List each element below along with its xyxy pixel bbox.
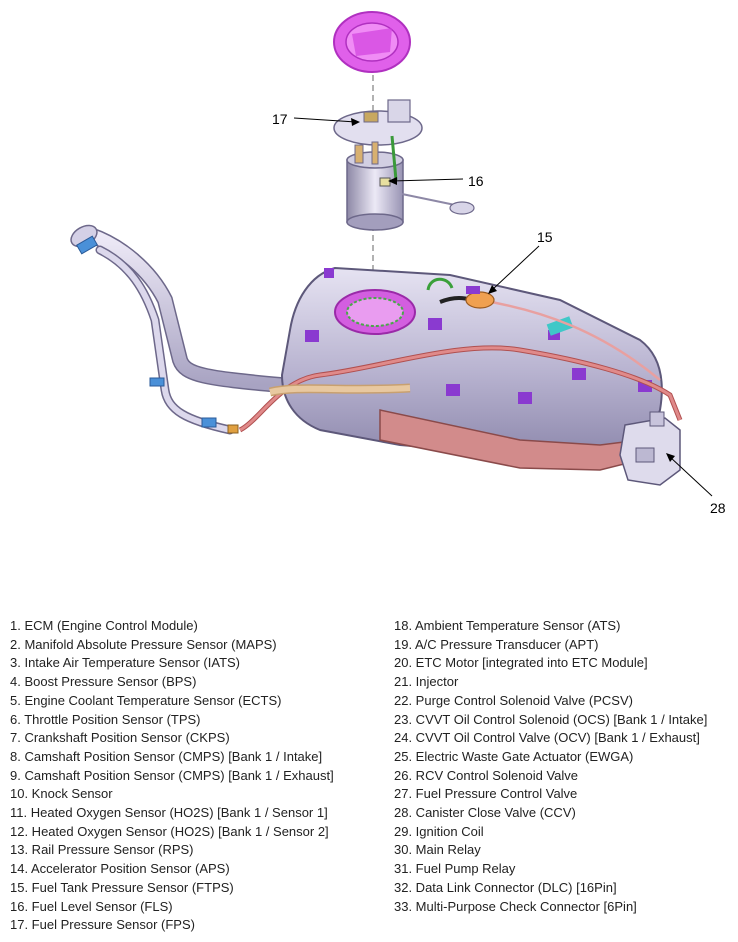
legend-item: 6. Throttle Position Sensor (TPS) [10,711,201,727]
legend-item: 23. CVVT Oil Control Solenoid (OCS) [Ban… [394,711,708,727]
legend-item: 21. Injector [394,674,459,690]
legend-item: 7. Crankshaft Position Sensor (CKPS) [10,730,230,746]
legend-item: 16. Fuel Level Sensor (FLS) [10,898,173,914]
callout-28: 28 [710,500,726,516]
legend-item: 1. ECM (Engine Control Module) [10,618,198,633]
canister-close-valve [619,411,681,486]
legend-item: 11. Heated Oxygen Sensor (HO2S) [Bank 1 … [10,805,328,821]
fuel-pump-module [346,135,404,231]
legend-left-column: 1. ECM (Engine Control Module) 2. Manifol… [10,617,334,935]
legend-item: 12. Heated Oxygen Sensor (HO2S) [Bank 1 … [10,823,329,839]
fuel-system-diagram: 17 16 15 28 [70,11,726,516]
legend-item: 14. Accelerator Position Sensor (APS) [10,861,230,877]
filler-neck-pipe [70,224,288,435]
legend-item: 20. ETC Motor [integrated into ETC Modul… [394,655,648,671]
fuel-tank-pressure-sensor [426,277,495,309]
legend-item: 33. Multi-Purpose Check Connector [6Pin] [394,898,637,914]
legend-item: 18. Ambient Temperature Sensor (ATS) [394,618,621,633]
legend-item: 24. CVVT Oil Control Valve (OCV) [Bank 1… [394,730,700,746]
legend-item: 28. Canister Close Valve (CCV) [394,805,576,821]
fuel-pump-flange [333,99,423,146]
legend-item: 4. Boost Pressure Sensor (BPS) [10,674,197,690]
callout-15: 15 [537,229,553,245]
legend-item: 26. RCV Control Solenoid Valve [394,767,579,783]
legend-item: 29. Ignition Coil [394,823,484,839]
legend-item: 5. Engine Coolant Temperature Sensor (EC… [10,692,282,708]
legend-item: 8. Camshaft Position Sensor (CMPS) [Bank… [10,748,323,764]
legend-item: 25. Electric Waste Gate Actuator (EWGA) [394,748,634,764]
legend-right-column: 18. Ambient Temperature Sensor (ATS) 19. … [394,617,707,916]
legend-item: 22. Purge Control Solenoid Valve (PCSV) [394,692,633,708]
legend-item: 17. Fuel Pressure Sensor (FPS) [10,917,195,933]
legend-item: 15. Fuel Tank Pressure Sensor (FTPS) [10,879,234,895]
lock-ring [333,11,411,73]
callout-leaders [293,117,713,497]
callout-16: 16 [468,173,484,189]
legend-item: 9. Camshaft Position Sensor (CMPS) [Bank… [10,767,334,783]
legend-item: 27. Fuel Pressure Control Valve [394,786,578,802]
legend-item: 30. Main Relay [394,842,481,858]
legend-item: 3. Intake Air Temperature Sensor (IATS) [10,655,241,671]
legend-item: 13. Rail Pressure Sensor (RPS) [10,842,194,858]
legend-item: 10. Knock Sensor [10,786,113,802]
vapor-lines [238,298,683,433]
legend-item: 31. Fuel Pump Relay [394,861,516,877]
legend-item: 19. A/C Pressure Transducer (APT) [394,636,599,652]
legend-item: 2. Manifold Absolute Pressure Sensor (MA… [10,636,277,652]
fuel-tank [280,266,663,471]
legend-item: 32. Data Link Connector (DLC) [16Pin] [394,879,617,895]
fuel-level-float [401,193,475,215]
callout-17: 17 [272,111,288,127]
